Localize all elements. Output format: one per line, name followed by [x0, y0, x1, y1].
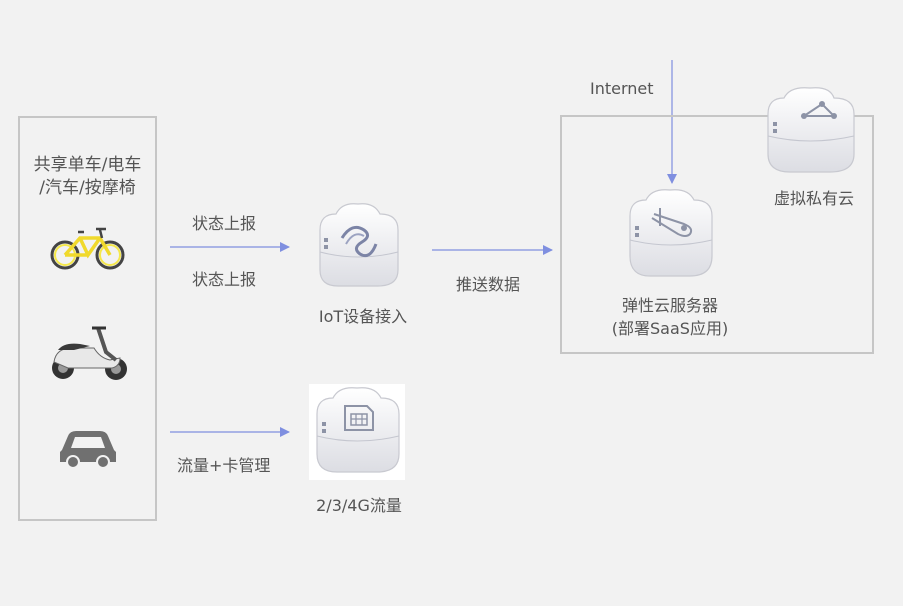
- scooter-icon: [50, 322, 130, 382]
- cloud-group-box: [560, 115, 874, 354]
- internet-label: Internet: [590, 79, 654, 98]
- push-data-label: 推送数据: [456, 275, 521, 294]
- bicycle-icon: [50, 222, 126, 272]
- status-report-label-1: 状态上报: [192, 214, 257, 233]
- sim-card-node-icon: [311, 386, 403, 478]
- devices-group-title-line1: 共享单车/电车: [33, 155, 142, 175]
- ecs-label-line1: 弹性云服务器: [621, 296, 718, 315]
- devices-group-box: [18, 116, 157, 521]
- devices-group-title-line2: /汽车/按摩椅: [39, 178, 136, 198]
- vpc-node-icon: [764, 86, 856, 178]
- iot-access-label: IoT设备接入: [318, 307, 408, 326]
- car-icon: [58, 428, 118, 470]
- ecs-label-line2: (部署SaaS应用): [611, 319, 729, 338]
- sim-traffic-label: 2/3/4G流量: [316, 496, 402, 515]
- status-report-label-2: 状态上报: [192, 270, 257, 289]
- vpc-label: 虚拟私有云: [773, 189, 854, 208]
- traffic-mgmt-label: 流量+卡管理: [177, 456, 271, 475]
- iot-access-node-icon: [312, 200, 404, 292]
- ecs-node-icon: [624, 188, 716, 280]
